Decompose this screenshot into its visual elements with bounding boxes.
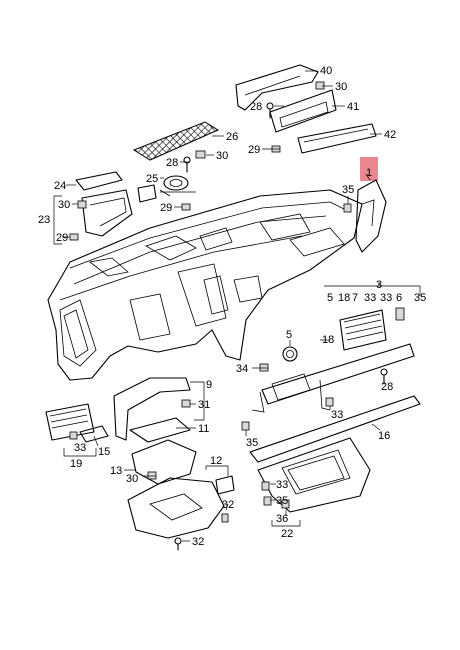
part-25-speaker [159,175,189,197]
callout-30: 30 [335,81,347,93]
callout-30: 30 [216,150,228,162]
callout-35: 35 [342,184,354,196]
callout-32: 32 [222,499,234,511]
callout-34: 34 [236,363,248,375]
part-22-center-panel [257,437,371,513]
callout-26: 26 [226,131,238,143]
part-30-clip-left [77,200,87,209]
part-16-trim [249,395,421,463]
part-40-cover [235,64,319,111]
part-29-clip-left [69,233,79,241]
part-1-end-cap [355,179,387,253]
part-34-clip [259,363,269,372]
part-5-vent [282,346,298,362]
callout-3: 3 [376,279,382,291]
callout-18: 18 [322,334,334,346]
callout-41: 41 [347,101,359,113]
part-41-frame [269,89,337,133]
small-bracket [137,184,157,203]
part-31-clip [181,399,191,408]
callout-28: 28 [250,101,262,113]
callout-6: 6 [396,292,402,304]
part-23-housing [81,189,133,237]
part-30-clip-lower [147,471,157,480]
callout-12: 12 [210,455,222,467]
callout-33: 33 [364,292,376,304]
callout-29: 29 [56,232,68,244]
part-35-clip-bottom [241,421,250,431]
part-26-grille [132,121,220,161]
callout-23: 23 [38,214,50,226]
callout-7: 7 [352,292,358,304]
part-30-clip-center [195,150,206,159]
part-32-screw-bottom [174,537,182,551]
part-9-cluster-hood [113,377,191,441]
callout-40: 40 [320,65,332,77]
callout-25: 25 [146,173,158,185]
callout-33: 33 [74,442,86,454]
part-35-clip-lower [263,496,272,506]
callout-13: 13 [110,465,122,477]
callout-22: 22 [281,528,293,540]
part-30-clip-top [315,81,325,90]
main-dashboard [47,189,363,381]
callout-35: 35 [246,437,258,449]
callout-24: 24 [54,180,66,192]
part-32-screw-right [221,513,229,523]
part-12-lower-trim [127,477,225,539]
callout-1: 1 [366,167,372,179]
callout-32: 32 [192,536,204,548]
part-35-clip-right [343,203,352,213]
part-13-column-cover [131,439,197,485]
callout-31: 31 [198,399,210,411]
callout-28: 28 [166,157,178,169]
callout-29: 29 [160,202,172,214]
part-29-clip-center [181,203,191,211]
callout-35: 35 [276,495,288,507]
part-24-lid [75,171,123,191]
callout-33: 33 [331,409,343,421]
callout-labels: 40 30 28 41 42 26 30 28 29 25 29 24 30 2… [38,65,426,548]
callout-36: 36 [276,513,288,525]
leader-lines [53,70,421,542]
callout-5: 5 [286,329,292,341]
part-33-clip-lower [261,481,270,491]
part-11-trim [129,417,191,443]
callout-28: 28 [381,381,393,393]
callout-11: 11 [198,423,209,435]
callout-15: 15 [98,446,110,458]
part-1-highlight [360,157,378,181]
callout-29: 29 [248,144,260,156]
part-28-screw-left [183,156,191,173]
callout-30: 30 [58,199,70,211]
part-12-switch [215,475,235,495]
part-19-vent [45,403,95,441]
callout-33: 33 [276,479,288,491]
callout-18: 18 [338,292,350,304]
part-36-clip [281,499,290,509]
part-33-clip-center [325,397,334,407]
part-42-display [297,123,377,154]
part-3-vent-assembly [339,307,405,351]
callout-33: 33 [380,292,392,304]
part-18-crossbar [251,343,415,413]
callout-9: 9 [206,379,212,391]
callout-16: 16 [378,430,390,442]
callout-30: 30 [126,473,138,485]
part-28-screw-top [266,102,274,119]
callout-35: 35 [414,292,426,304]
part-15-bezel [79,425,109,443]
part-33-clip-left [69,431,78,440]
callout-19: 19 [70,458,82,470]
callout-42: 42 [384,129,396,141]
callout-5: 5 [327,292,333,304]
